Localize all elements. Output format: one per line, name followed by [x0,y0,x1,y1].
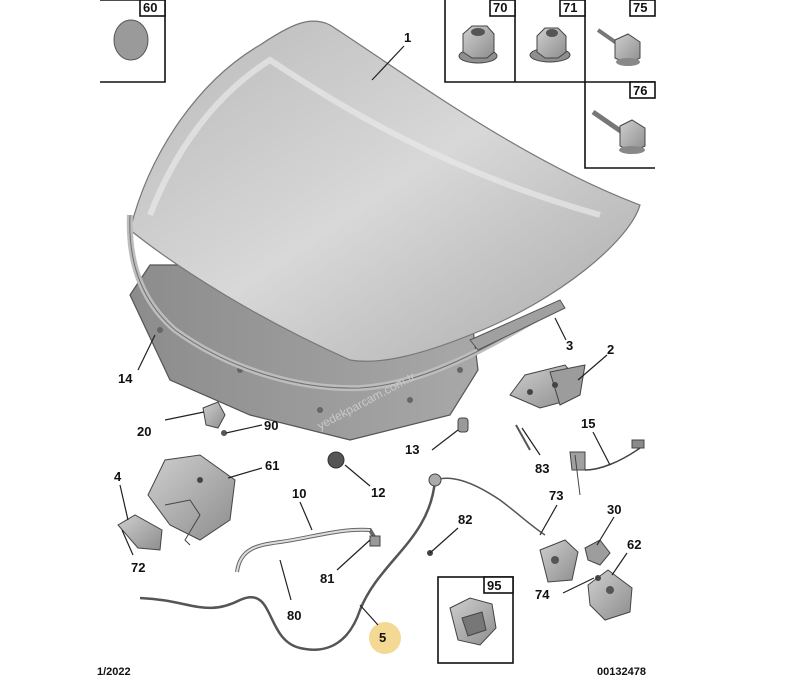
part-label-10: 10 [292,486,306,501]
part-label-30: 30 [607,502,621,517]
clip-13 [457,417,469,433]
bonnet-panel [129,20,641,362]
part-label-15: 15 [581,416,595,431]
part-label-90: 90 [264,418,278,433]
part-label-80: 80 [287,608,301,623]
safety-catch-61 [147,454,236,546]
part-label-73: 73 [549,488,563,503]
part-label-1: 1 [404,30,411,45]
inset-box-95: 95 [437,576,514,664]
part-label-4: 4 [114,469,122,484]
reference-code: 00132478 [597,666,646,678]
highlight-marker [369,622,401,654]
lock-62 [587,569,633,621]
part-label-72: 72 [131,560,145,575]
striker-bracket-20 [202,401,227,436]
inset-box-60: 60 [100,0,166,83]
part-labels: 1 2 3 4 5 10 12 13 14 15 20 30 61 62 72 … [114,30,641,645]
date-code: 1/2022 [97,666,131,678]
part-label-83: 83 [535,461,549,476]
part-label-70: 70 [493,0,507,15]
part-label-12: 12 [371,485,385,500]
part-label-60: 60 [143,0,157,15]
prop-rod-83 [515,424,531,451]
latch-4 [117,514,163,551]
part-label-5: 5 [379,630,386,645]
leader-lines [119,45,628,626]
part-label-61: 61 [265,458,279,473]
grommet-12 [327,451,345,469]
part-label-2: 2 [607,342,614,357]
bonnet-hinge [509,364,586,409]
part-label-95: 95 [487,578,501,593]
part-label-76: 76 [633,83,647,98]
bracket-30 [584,539,611,566]
part-label-81: 81 [320,571,334,586]
part-label-74: 74 [535,587,550,602]
inset-box-70-71-75: 70 71 75 [444,0,656,83]
release-cable-15 [569,439,645,496]
part-label-13: 13 [405,442,419,457]
part-label-75: 75 [633,0,647,15]
hex-nut-icon [529,27,571,63]
latch-clip-icon [449,597,497,646]
part-label-14: 14 [118,371,133,386]
part-label-20: 20 [137,424,151,439]
release-cable-5 [139,473,546,651]
part-label-71: 71 [563,0,577,15]
rubber-plug-icon [113,19,149,61]
flange-nut-icon [458,25,498,64]
long-bolt-icon [591,109,646,154]
part-label-62: 62 [627,537,641,552]
lock-73 [539,539,579,583]
part-label-82: 82 [458,512,472,527]
part-label-3: 3 [566,338,573,353]
cable-10 [235,527,381,573]
bonnet-seal-strip [126,214,566,392]
bolt-icon [596,28,641,66]
inset-box-76: 76 [584,81,656,169]
